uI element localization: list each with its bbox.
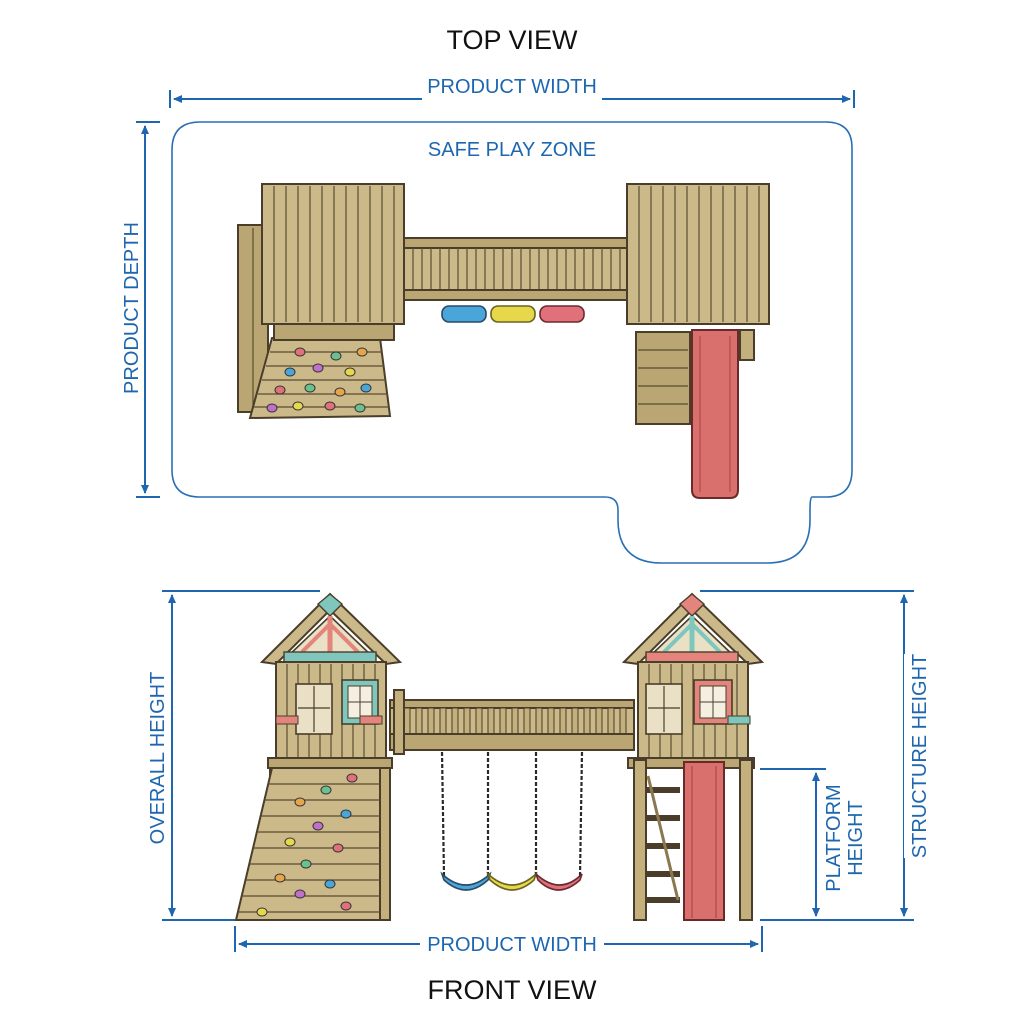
climbing-hold [344, 367, 356, 377]
top-slide [691, 329, 739, 499]
climbing-hold [284, 837, 296, 847]
climbing-hold [294, 889, 306, 899]
climbing-hold [274, 385, 286, 395]
climbing-hold [360, 383, 372, 393]
front-right-post-2 [739, 759, 753, 921]
front-left-roof-ornament [316, 593, 344, 617]
climbing-hold [340, 809, 352, 819]
top-climbing-holds [266, 347, 372, 413]
front-slide [683, 761, 725, 921]
climbing-hold [324, 879, 336, 889]
front-climbing-wall [234, 767, 381, 921]
top-right-post [739, 329, 755, 361]
front-swings [440, 751, 584, 891]
structure-height-label: STRUCTURE HEIGHT [909, 654, 931, 858]
front-view-title: FRONT VIEW [427, 975, 597, 1005]
climbing-hold [324, 401, 336, 411]
top-view-structure [237, 183, 770, 499]
climbing-hold [274, 873, 286, 883]
safe-play-zone-outline [171, 121, 853, 564]
front-right-roof-ornament [678, 593, 706, 617]
platform-height-label-line1: PLATFORM [823, 784, 845, 891]
top-view-title: TOP VIEW [446, 25, 578, 55]
climbing-hold [294, 347, 306, 357]
platform-height-label-line2: HEIGHT [845, 800, 867, 876]
overall-height-label: OVERALL HEIGHT [147, 672, 169, 845]
climbing-hold [334, 387, 346, 397]
product-depth-dimension: PRODUCT DEPTH [118, 121, 160, 498]
climbing-hold [356, 347, 368, 357]
top-right-tower-roof [626, 183, 770, 325]
climbing-hold [330, 351, 342, 361]
climbing-hold [294, 797, 306, 807]
front-swing-seat-pink [534, 871, 583, 891]
top-swing-seat-blue [441, 305, 487, 323]
climbing-hold [300, 859, 312, 869]
safe-play-zone-label: SAFE PLAY ZONE [428, 139, 596, 161]
top-product-width-label: PRODUCT WIDTH [427, 76, 597, 98]
front-view-structure [234, 592, 765, 921]
climbing-hold [312, 363, 324, 373]
top-product-width-dimension: PRODUCT WIDTH [169, 74, 855, 108]
climbing-hold [284, 367, 296, 377]
climbing-hold [266, 403, 278, 413]
climbing-hold [346, 773, 358, 783]
front-ladder [646, 775, 680, 903]
front-product-width-dimension: PRODUCT WIDTH [234, 926, 763, 956]
climbing-hold [354, 403, 366, 413]
top-left-tower-roof [261, 183, 405, 325]
climbing-hold [332, 843, 344, 853]
climbing-hold [312, 821, 324, 831]
climbing-hold [304, 383, 316, 393]
structure-height-dimension: STRUCTURE HEIGHT [700, 590, 932, 921]
front-right-post-1 [633, 759, 647, 921]
climbing-hold [340, 901, 352, 911]
overall-height-dimension: OVERALL HEIGHT [145, 590, 320, 921]
front-climbing-holds [256, 773, 358, 917]
platform-height-dimension: PLATFORM HEIGHT [760, 768, 870, 921]
front-product-width-label: PRODUCT WIDTH [427, 934, 597, 956]
top-swing-seat-pink [539, 305, 585, 323]
climbing-hold [292, 401, 304, 411]
climbing-hold [320, 785, 332, 795]
product-depth-label: PRODUCT DEPTH [121, 222, 143, 394]
front-swing-seat-yellow [486, 871, 538, 891]
front-swing-seat-blue [440, 871, 492, 891]
top-ladder [635, 331, 691, 425]
climbing-hold [256, 907, 268, 917]
top-swing-seat-yellow [490, 305, 536, 323]
